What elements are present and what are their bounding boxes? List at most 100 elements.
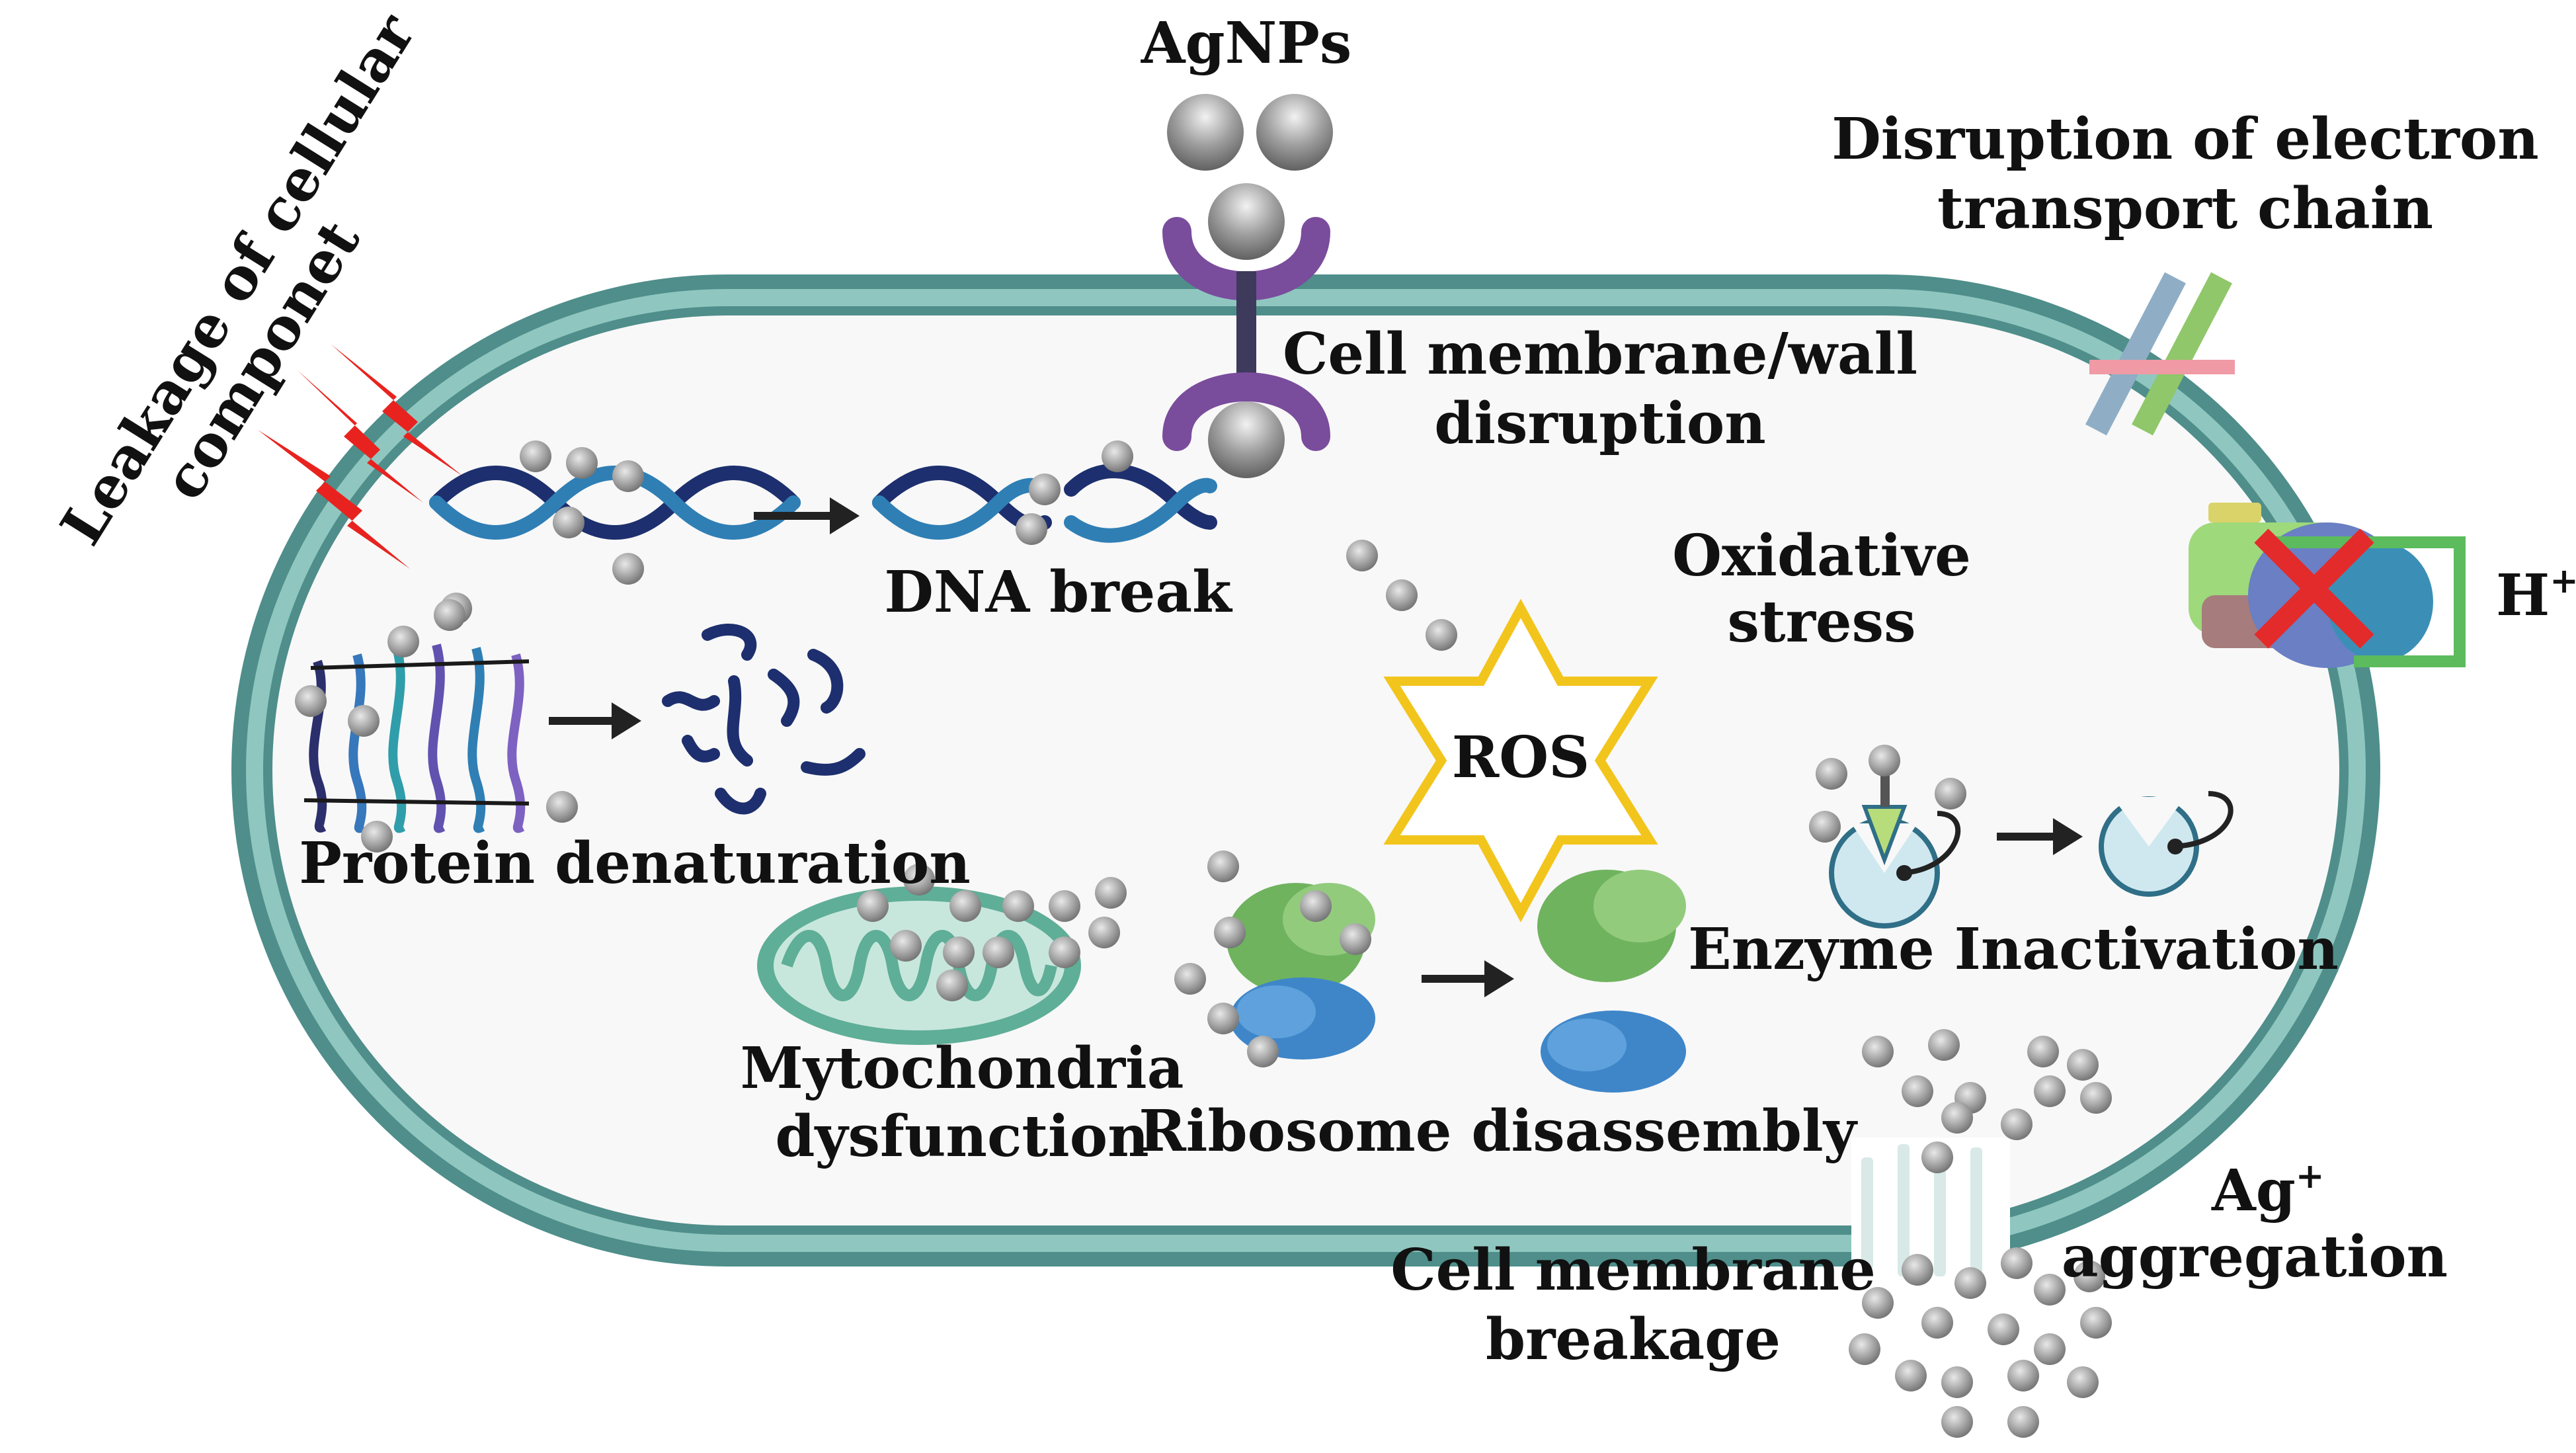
protein-fragment [702,624,757,661]
silver-particle [1088,917,1120,948]
silver-particle [1869,745,1900,776]
silver-particle [1941,1406,1973,1438]
enzyme-icon [1829,767,1961,929]
ros-star [1383,599,1658,923]
membrane-disruption-label: Cell membrane/wall [1283,321,1917,388]
enzyme-tail [1897,811,1961,876]
silver-particle [1174,963,1206,995]
membrane-pore-icon [1851,1138,2010,1276]
silver-particle [1902,1075,1933,1107]
arrow-icon [1997,818,2083,855]
etc-bar [2085,272,2186,436]
etc-label: Disruption of electron [1831,106,2539,173]
electron-transport-icon [2085,272,2235,436]
silver-particle [1809,811,1841,843]
silver-particle [2034,1075,2066,1107]
silver-particle [2034,1274,2066,1306]
silver-particle [943,936,975,968]
ag-plus-base: Ag [2211,1157,2296,1224]
silver-particle [1386,579,1418,611]
silver-particle [553,507,584,538]
protein-fragment [715,788,766,815]
silver-particle [361,821,393,852]
lightning-bolt [298,370,423,503]
pore-strand [1898,1144,1910,1276]
membrane-disruption-label-2: disruption [1434,390,1765,457]
silver-particle [1016,513,1047,545]
protein-loop [310,659,530,670]
dna-break-label: DNA break [884,559,1233,626]
agnps-label: AgNPs [1141,10,1352,77]
protein-fragment [807,649,844,714]
silver-particle [434,599,465,631]
receptor-stem [1236,271,1256,390]
arrow-icon [549,702,641,739]
enzyme-icon [2099,791,2234,897]
denatured-protein-icon [662,624,865,815]
protein-fragment [662,691,720,711]
silver-particle [2080,1082,2112,1114]
silver-particle [2007,1406,2039,1438]
silver-particle [387,626,419,657]
silver-particle [1207,851,1239,882]
silver-particle [2001,1247,2033,1279]
arrow-head [2053,818,2083,855]
silver-particle [1002,890,1034,922]
silver-particle [295,685,327,717]
protein-loop [303,798,530,806]
ag-plus-label: Ag+ [2211,1156,2324,1224]
protein-helix [507,653,526,833]
mito-cristae [781,930,1057,1001]
silver-particle [612,460,644,492]
silver-particle [1029,474,1061,505]
ag-particles [295,440,2112,1438]
dna-strand [1064,477,1217,543]
silver-particle [2001,1108,2033,1140]
dna-strand [872,477,1045,540]
silver-particle [2027,1036,2059,1067]
protein-helix [348,653,367,833]
ribosome-large-subunit [1593,870,1686,942]
silver-particle [1935,778,1966,810]
dna-strand [429,466,801,540]
protein-fragment [801,748,865,776]
protein-helix [428,643,446,833]
enzyme-inactivation-label: Enzyme Inactivation [1688,916,2339,983]
atp-synthase-icon [2189,503,2466,668]
arrow-head [612,702,641,739]
pore-strand [1861,1157,1873,1270]
silver-particle [1895,1360,1927,1391]
silver-particle [1988,1313,2019,1345]
cross-line [2254,528,2374,649]
ros-label: ROS [1452,724,1590,791]
arrow-icon [754,497,860,534]
receptor-bottom [1162,372,1330,451]
h-plus-sup: + [2550,561,2576,601]
silver-particle [1049,936,1080,968]
silver-particle [1049,890,1080,922]
silver-particle [1902,1254,1933,1286]
silver-particle [857,890,889,922]
silver-particle [2073,1261,2105,1292]
oxidative-stress-label-2: stress [1727,589,1915,655]
etc-label-2: transport chain [1937,175,2433,242]
silver-particle [1954,1267,1986,1299]
silver-particle [1941,1366,1973,1398]
agnp-particle [1208,183,1285,260]
silver-particle [903,864,935,895]
breakage-label: Cell membrane [1390,1237,1876,1304]
silver-particle [1340,923,1371,955]
silver-particle [348,705,380,737]
silver-particle [612,553,644,585]
h-plus-label: H+ [2496,561,2576,629]
silver-particle [1849,1333,1880,1365]
protein-helix [467,647,486,833]
lightning-bolt [331,344,463,476]
silver-particle [2067,1366,2099,1398]
silver-particle [1426,619,1457,651]
silver-particle [546,791,578,823]
h-plus-base: H [2496,562,2550,629]
silver-particle [2034,1333,2066,1365]
